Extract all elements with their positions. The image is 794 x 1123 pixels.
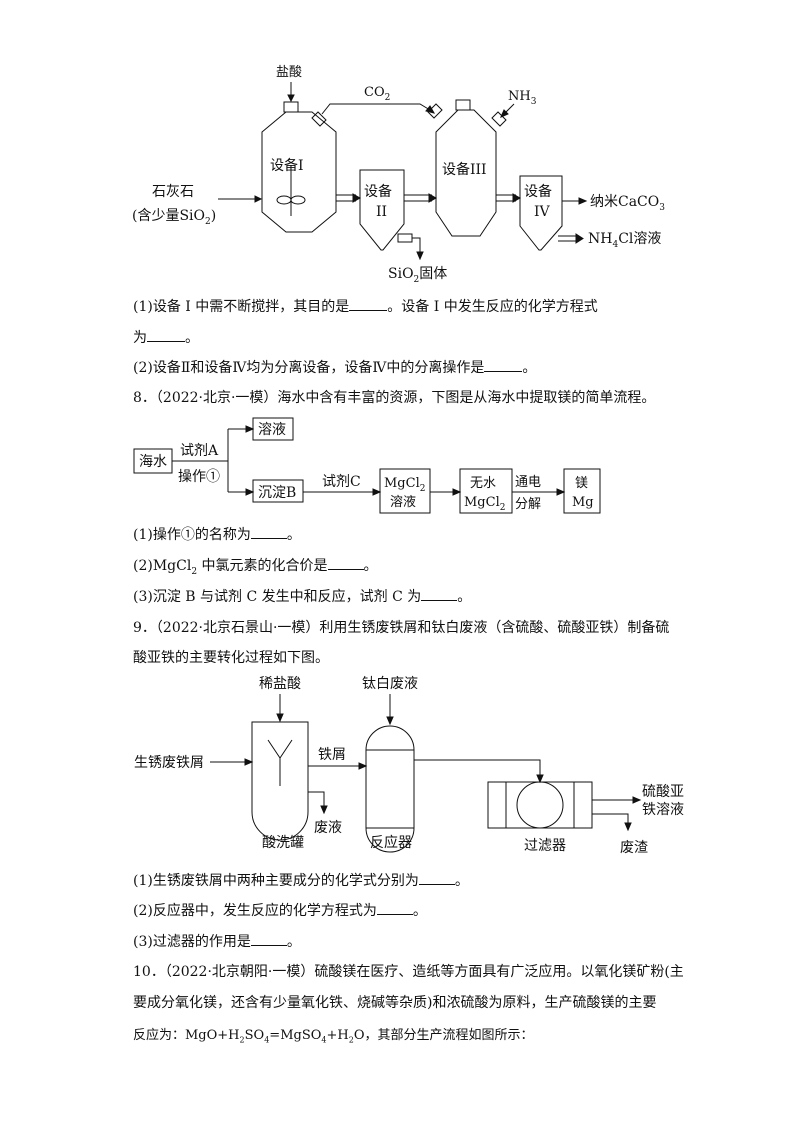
rusty-scrap-label: 生锈废铁屑 xyxy=(134,755,204,771)
reactor-label: 反应器 xyxy=(370,834,412,851)
q9-part2: (2)反应器中，发生反应的化学方程式为。 xyxy=(133,900,427,921)
device-4-numeral: IV xyxy=(534,204,551,220)
limestone-label: 石灰石 xyxy=(152,184,194,200)
device-2-label: 设备 xyxy=(364,183,392,200)
q9-part3: (3)过滤器的作用是。 xyxy=(133,931,301,952)
q10-line1: 10．（2022·北京朝阳·一模）硫酸镁在医疗、造纸等方面具有广泛应用。以氧化镁… xyxy=(133,964,684,980)
filter-label: 过滤器 xyxy=(524,838,566,854)
answer-blank[interactable] xyxy=(421,586,458,601)
acid-wash-tank-label: 酸洗罐 xyxy=(262,835,304,851)
q9-part1: (1)生锈废铁屑中两种主要成分的化学式分别为。 xyxy=(133,870,469,891)
decompose-label: 分解 xyxy=(515,497,541,512)
sio2-solid-label: SiO2固体 xyxy=(388,266,447,285)
answer-blank[interactable] xyxy=(250,931,287,946)
q10-line2: 要成分氧化镁，还含有少量氧化铁、烧碱等杂质)和浓硫酸为原料，生产硫酸镁的主要 xyxy=(133,995,657,1011)
dilute-hcl-label: 稀盐酸 xyxy=(259,676,301,692)
nh4cl-solution-label: NH4Cl溶液 xyxy=(588,231,661,250)
reagent-a-label: 试剂A xyxy=(180,443,219,459)
device-2-numeral: II xyxy=(376,204,387,220)
precipitate-b-label: 沉淀B xyxy=(258,485,296,501)
answer-blank[interactable] xyxy=(327,555,364,570)
device-3-label: 设备III xyxy=(442,161,487,178)
q8-part2: (2)MgCl2 中氯元素的化合价是。 xyxy=(133,555,378,582)
hcl-label: 盐酸 xyxy=(276,65,302,80)
seawater-label: 海水 xyxy=(139,454,167,470)
q8-stem: 8．（2022·北京·一模）海水中含有丰富的资源，下图是从海水中提取镁的简单流程… xyxy=(133,390,656,406)
iron-scrap-label: 铁屑 xyxy=(318,747,346,763)
q8-part1: (1)操作①的名称为。 xyxy=(133,524,301,545)
answer-blank[interactable] xyxy=(147,327,185,342)
answer-blank[interactable] xyxy=(484,357,523,372)
nano-caco3-label: 纳米CaCO3 xyxy=(590,194,665,213)
q10-line3: 反应为：MgO+H2SO4=MgSO4+H2O，其部分生产流程如图所示： xyxy=(133,1028,534,1045)
waste-liquid-label: 废液 xyxy=(314,820,342,836)
ferrous-sulfate-label-2: 铁溶液 xyxy=(642,802,684,818)
mgcl2-solution-label: 溶液 xyxy=(390,495,416,510)
reagent-c-label: 试剂C xyxy=(322,474,361,490)
ferrous-sulfate-diagram: 稀盐酸 钛白废液 生锈废铁屑 铁屑 酸洗罐 废液 反应器 过滤器 硫酸亚 铁溶液… xyxy=(134,676,684,856)
anhydrous-label: 无水 xyxy=(470,476,496,491)
operation-1-label: 操作① xyxy=(178,469,220,485)
answer-blank[interactable] xyxy=(418,870,455,885)
answer-blank[interactable] xyxy=(250,524,287,539)
solution-label: 溶液 xyxy=(258,422,286,438)
electrify-label: 通电 xyxy=(515,475,541,490)
mgcl2-label: MgCl2 xyxy=(384,476,425,494)
limestone-impurity-label: (含少量SiO2) xyxy=(132,208,216,227)
device-1-label: 设备I xyxy=(270,157,304,174)
q7-part1-cont: 为。 xyxy=(133,327,199,348)
mg-symbol-label: Mg xyxy=(572,495,594,510)
q8-part3: (3)沉淀 B 与试剂 C 发生中和反应，试剂 C 为。 xyxy=(133,586,471,607)
nh3-label: NH3 xyxy=(508,89,537,107)
ferrous-sulfate-label-1: 硫酸亚 xyxy=(642,784,684,800)
answer-blank[interactable] xyxy=(349,296,388,311)
q9-stem-line1: 9．（2022·北京石景山·一模）利用生锈废铁屑和钛白废液（含硫酸、硫酸亚铁）制… xyxy=(133,620,670,636)
q9-stem-line2: 酸亚铁的主要转化过程如下图。 xyxy=(133,650,329,666)
magnesium-extraction-diagram: 海水 试剂A 操作① 溶液 沉淀B 试剂C MgCl2 溶液 无水 MgCl2 … xyxy=(133,417,601,514)
titanium-waste-label: 钛白废液 xyxy=(362,676,418,692)
device-4-label: 设备 xyxy=(524,183,552,200)
co2-label: CO2 xyxy=(364,85,390,103)
q7-part2: (2)设备Ⅱ和设备Ⅳ均为分离设备，设备Ⅳ中的分离操作是。 xyxy=(133,357,536,378)
magnesium-label: 镁 xyxy=(575,476,588,491)
answer-blank[interactable] xyxy=(376,900,413,915)
q7-part1: (1)设备 I 中需不断搅拌，其目的是。设备 I 中发生反应的化学方程式 xyxy=(133,296,598,317)
equipment-flow-diagram: 盐酸 CO2 NH3 设备I 设备 II 设备III 设备 IV 石灰石 (含少… xyxy=(132,65,665,285)
anhydrous-mgcl2-label: MgCl2 xyxy=(464,495,505,513)
residue-label: 废渣 xyxy=(620,840,648,856)
